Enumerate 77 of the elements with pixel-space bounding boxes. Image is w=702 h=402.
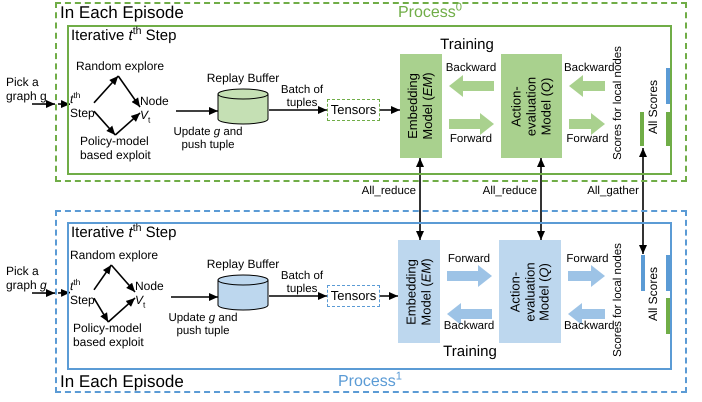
edge-label: Backward xyxy=(444,62,498,76)
buffer-title: Replay Buffer xyxy=(206,258,280,272)
arrow xyxy=(93,298,109,322)
panel-title: Iterative t$^{th}$ Step xyxy=(71,27,176,44)
block-arrow xyxy=(569,113,605,135)
edge-label: Forward xyxy=(565,133,610,146)
block-arrow xyxy=(568,265,605,287)
process-label: Process$^{0}$ xyxy=(398,4,462,22)
model-block xyxy=(398,240,440,343)
node-label: Node V$_{t}$ xyxy=(135,280,171,308)
arrow xyxy=(114,112,141,136)
block-arrow xyxy=(447,303,492,325)
arrow xyxy=(118,76,141,108)
scores-label: Scores for local nodes xyxy=(612,40,628,166)
edge-label: Batch of tuples xyxy=(280,270,324,296)
panel-title: In Each Episode xyxy=(60,3,184,23)
block-arrow xyxy=(447,265,492,287)
branch-label: Random explore xyxy=(70,249,166,263)
arrow xyxy=(32,289,55,298)
process-frame xyxy=(55,210,687,393)
panel-title: In Each Episode xyxy=(60,372,184,392)
edge-label: All_reduce xyxy=(482,185,538,198)
arrow xyxy=(110,264,136,293)
block-arrow xyxy=(449,113,494,135)
tensor-box: Tensors xyxy=(327,99,380,121)
input-label: Pick a graph g xyxy=(6,265,58,293)
arrow xyxy=(416,158,424,240)
block-arrow xyxy=(449,75,494,97)
edge-label: All_reduce xyxy=(360,185,417,198)
model-block xyxy=(400,54,442,158)
scores-label: All Scores xyxy=(647,78,661,136)
arrow xyxy=(176,107,218,115)
input-label: Pick a graph g xyxy=(6,76,58,104)
block-arrow xyxy=(568,303,605,325)
model-block xyxy=(499,240,561,343)
step-frame xyxy=(67,25,672,175)
edge-label: Batch of tuples xyxy=(280,84,324,110)
edge-label: Forward xyxy=(448,133,494,146)
arrow xyxy=(58,100,70,108)
block-arrow xyxy=(569,75,605,97)
arrow xyxy=(269,106,327,114)
panel-title: Iterative t$^{th}$ Step xyxy=(71,224,176,242)
arrow xyxy=(108,297,136,323)
edge-label: Update g and push tuple xyxy=(167,312,239,338)
edge-label: Forward xyxy=(565,253,610,266)
branch-label: Policy-model based exploit xyxy=(80,135,162,163)
edge-label: Forward xyxy=(446,253,492,266)
section-label: Training xyxy=(442,343,498,360)
scores-label: All Scores xyxy=(647,266,661,324)
arrow xyxy=(639,148,647,254)
arrow xyxy=(171,293,218,301)
branch-label: Policy-model based exploit xyxy=(73,322,155,350)
edge-label: Backward xyxy=(563,62,612,74)
edge-label: Backward xyxy=(563,320,612,332)
step-frame xyxy=(67,222,672,370)
node-label: Node V$_{t}$ xyxy=(140,95,176,123)
arrow xyxy=(93,110,116,136)
section-label: Training xyxy=(439,36,495,54)
arrow xyxy=(380,292,398,300)
process-frame xyxy=(55,2,687,182)
step-label: t$^{th}$ Step xyxy=(70,280,94,308)
arrow xyxy=(380,106,400,114)
edge-label: All_gather xyxy=(586,185,640,198)
tensor-box: Tensors xyxy=(327,285,380,307)
arrow xyxy=(537,158,545,240)
model-block xyxy=(501,54,562,158)
arrow xyxy=(269,292,327,300)
edge-label: Update g and push tuple xyxy=(172,126,244,152)
branch-label: Random explore xyxy=(76,60,172,74)
arrow xyxy=(58,288,70,297)
arrow xyxy=(93,75,119,104)
arrow xyxy=(32,100,55,108)
step-label: t$^{th}$ Step xyxy=(70,93,94,121)
arrow xyxy=(93,264,112,290)
buffer-title: Replay Buffer xyxy=(206,72,280,86)
process-label: Process$^{1}$ xyxy=(338,373,402,392)
edge-label: Backward xyxy=(442,320,496,334)
